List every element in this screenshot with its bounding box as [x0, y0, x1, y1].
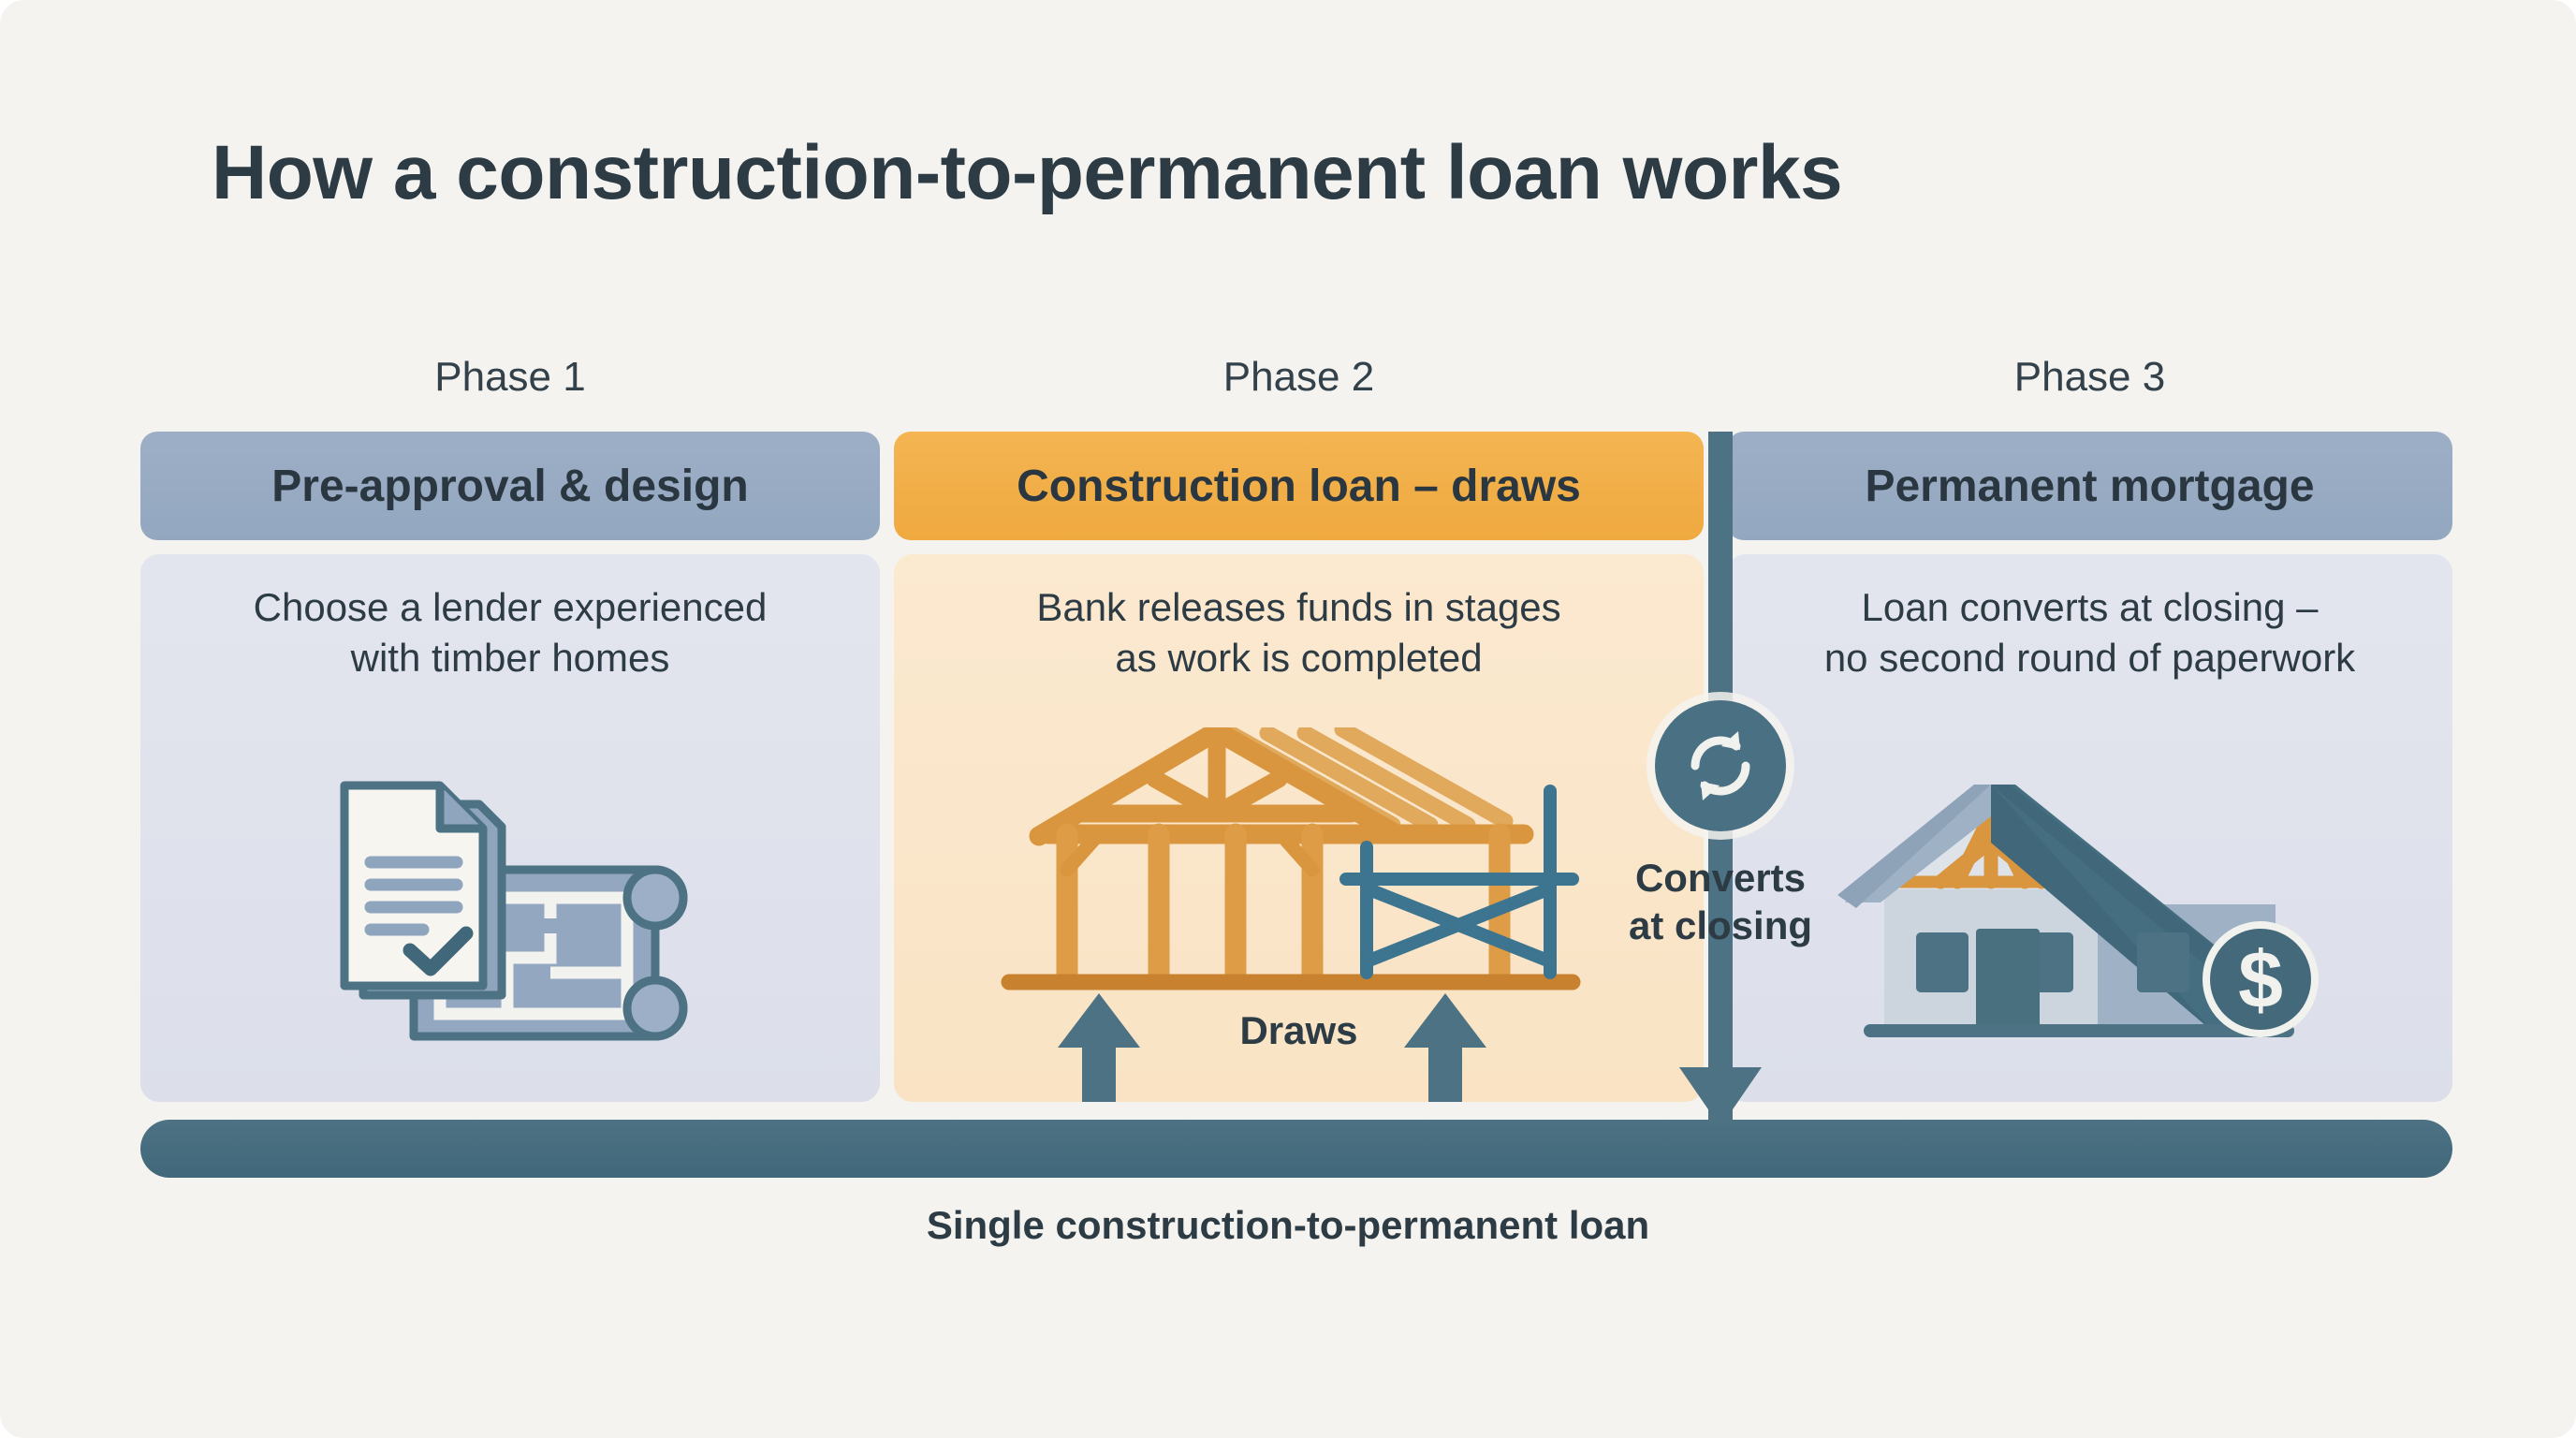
phase-header-permanent-mortgage: Permanent mortgage: [1727, 432, 2452, 540]
bottom-caption: Single construction-to-permanent loan: [926, 1203, 1650, 1247]
phase-description-line: Loan converts at closing –: [1861, 585, 2319, 629]
phase-illustration-1: [140, 741, 880, 1085]
phase-description-line: no second round of paperwork: [1823, 635, 2356, 680]
finished-house-dollar-icon: $: [1837, 784, 2319, 1037]
phase-description-line: as work is completed: [1115, 635, 1483, 680]
converts-label-line: at closing: [1628, 903, 1813, 948]
phase-label-3: Phase 3: [2013, 354, 2166, 400]
single-loan-bar: [140, 1120, 2452, 1178]
page-title: How a construction-to-permanent loan wor…: [212, 130, 1843, 215]
phase-label-2: Phase 2: [1222, 354, 1375, 400]
phase-header-pre-approval: Pre-approval & design: [140, 432, 880, 540]
phase-description-1: Choose a lender experienced with timber …: [140, 582, 880, 683]
svg-text:$: $: [2238, 935, 2283, 1025]
phase-illustration-3: $: [1727, 738, 2452, 1085]
arrow-down-icon: [1679, 1067, 1762, 1127]
converts-label-line: Converts: [1634, 856, 1807, 900]
phase-description-2: Bank releases funds in stages as work is…: [894, 582, 1704, 683]
draws-label: Draws: [1239, 1008, 1358, 1052]
phase-description-3: Loan converts at closing – no second rou…: [1727, 582, 2452, 683]
phase-label-1: Phase 1: [434, 354, 586, 400]
phase-description-line: Bank releases funds in stages: [1036, 585, 1561, 629]
phase-header-construction-loan: Construction loan – draws: [894, 432, 1704, 540]
phase-card-pre-approval: Choose a lender experienced with timber …: [140, 554, 880, 1102]
phase-description-line: with timber homes: [350, 635, 670, 680]
converts-badge: [1655, 700, 1786, 831]
arrow-up-icon: [1058, 993, 1140, 1102]
document-blueprint-icon: [340, 781, 688, 1040]
phase-card-construction-loan: Bank releases funds in stages as work is…: [894, 554, 1704, 1102]
phase-description-line: Choose a lender experienced: [253, 585, 768, 629]
converts-label: Converts at closing: [1571, 814, 1870, 949]
arrow-up-icon: [1404, 993, 1486, 1102]
phase-illustration-2: [894, 719, 1704, 1016]
phase-card-permanent-mortgage: Loan converts at closing – no second rou…: [1727, 554, 2452, 1102]
timber-frame-scaffold-icon: [1001, 726, 1580, 990]
refresh-sync-icon: [1690, 731, 1750, 800]
